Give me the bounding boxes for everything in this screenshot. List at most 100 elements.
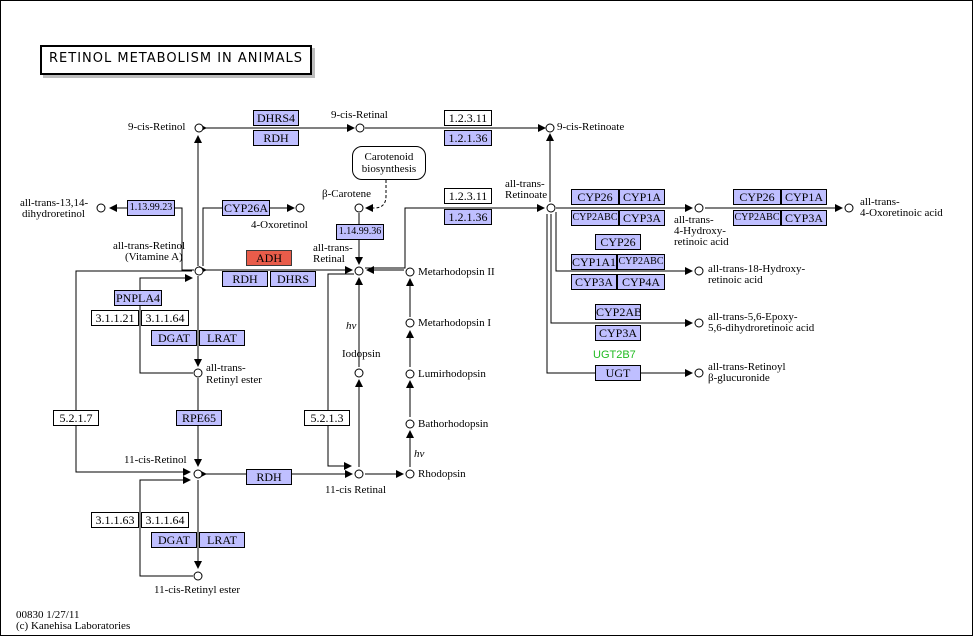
- enzyme-cyp26-3[interactable]: CYP26: [595, 234, 641, 250]
- enzyme-cyp26-2[interactable]: CYP26: [733, 189, 781, 205]
- enzyme-adh[interactable]: ADH: [246, 250, 292, 266]
- enzyme-lrat-b[interactable]: LRAT: [199, 532, 245, 548]
- enzyme-cyp26-1[interactable]: CYP26: [571, 189, 619, 205]
- node-retinoyl-glucuronide[interactable]: [694, 368, 704, 378]
- enzyme-rdh-low[interactable]: RDH: [246, 469, 292, 485]
- carotenoid-line2: biosynthesis: [361, 163, 417, 175]
- node-at-retinal[interactable]: [354, 266, 364, 276]
- label-at-retinyl-ester-2: Retinyl ester: [206, 374, 262, 386]
- label-9cis-retinal: 9-cis-Retinal: [331, 109, 388, 121]
- enzyme-ec-1-2-1-36-mid[interactable]: 1.2.1.36: [444, 209, 492, 225]
- label-11cis-retinyl-ester: 11-cis-Retinyl ester: [154, 584, 241, 596]
- edge-11cisretinylester-11cisretinol: [139, 476, 193, 577]
- label-11cis-retinol: 11-cis-Retinol: [124, 454, 187, 466]
- enzyme-cyp2abc-2[interactable]: CYP2ABC: [733, 210, 781, 226]
- enzyme-cyp1a-1[interactable]: CYP1A: [619, 189, 665, 205]
- label-11cis-retinal: 11-cis Retinal: [325, 484, 386, 496]
- enzyme-cyp4a[interactable]: CYP4A: [617, 274, 665, 290]
- enzyme-pnpla4[interactable]: PNPLA4: [114, 290, 162, 306]
- enzyme-rdh-mid[interactable]: RDH: [222, 271, 268, 287]
- label-rhodopsin: Rhodopsin: [418, 468, 466, 480]
- enzyme-ec-1-3-99-23[interactable]: 1.13.99.23: [127, 200, 175, 216]
- node-4-oxoretinoic[interactable]: [844, 203, 854, 213]
- label-hydroxy-retinoic-2: 4-Hydroxy-: [674, 225, 726, 237]
- carotenoid-biosynthesis-link[interactable]: Carotenoid biosynthesis: [352, 146, 426, 180]
- enzyme-cyp3a-1[interactable]: CYP3A: [619, 210, 665, 226]
- enzyme-ec-3-1-1-64-b[interactable]: 3.1.1.64: [141, 512, 189, 528]
- enzyme-dhrs[interactable]: DHRS: [270, 271, 316, 287]
- label-at-retinoate-2: Retinoate: [505, 189, 548, 201]
- enzyme-ec-1-2-1-36-top[interactable]: 1.2.1.36: [444, 130, 492, 146]
- node-beta-carotene[interactable]: [354, 203, 364, 213]
- enzyme-cyp2ab[interactable]: CYP2AB: [595, 304, 641, 320]
- enzyme-cyp1a1[interactable]: CYP1A1: [571, 254, 617, 270]
- edge-retinal-retinoate: [365, 204, 545, 269]
- node-iodopsin[interactable]: [354, 368, 364, 378]
- label-at-retinol-1: all-trans-Retinol: [113, 240, 186, 252]
- label-18-hydroxy-2: retinoic acid: [708, 274, 763, 286]
- enzyme-cyp2abc-1[interactable]: CYP2ABC: [571, 210, 619, 226]
- enzyme-lrat-a[interactable]: LRAT: [199, 330, 245, 346]
- label-metarhodopsin-i: Metarhodopsin I: [418, 317, 492, 329]
- enzyme-ugt[interactable]: UGT: [595, 365, 641, 381]
- enzyme-ec-3-1-1-21[interactable]: 3.1.1.21: [91, 310, 139, 326]
- enzyme-cyp2abc-3[interactable]: CYP2ABC: [617, 254, 665, 270]
- node-at-retinoate[interactable]: [546, 203, 556, 213]
- label-oxoretinol: 4-Oxoretinol: [251, 219, 308, 231]
- node-metarhodopsin-i[interactable]: [405, 318, 415, 328]
- node-metarhodopsin-ii[interactable]: [405, 267, 415, 277]
- node-epoxy-retinoic[interactable]: [694, 318, 704, 328]
- node-9cis-retinol[interactable]: [194, 123, 204, 133]
- label-iodopsin: Iodopsin: [342, 348, 381, 360]
- node-18-hydroxy-retinoic[interactable]: [694, 266, 704, 276]
- label-at-retinal-2: Retinal: [313, 253, 345, 265]
- label-dihydroretinol-2: dihydroretinol: [22, 208, 85, 220]
- node-at-retinol[interactable]: [194, 266, 204, 276]
- enzyme-cyp26a[interactable]: CYP26A: [222, 200, 270, 216]
- node-dihydroretinol[interactable]: [96, 203, 106, 213]
- enzyme-ec-1-2-3-11-top[interactable]: 1.2.3.11: [444, 110, 492, 126]
- enzyme-rpe65[interactable]: RPE65: [176, 410, 222, 426]
- node-rhodopsin[interactable]: [405, 469, 415, 479]
- node-11cis-retinyl-ester[interactable]: [193, 571, 203, 581]
- node-lumirhodopsin[interactable]: [405, 369, 415, 379]
- enzyme-ec-1-2-3-11-mid[interactable]: 1.2.3.11: [444, 188, 492, 204]
- node-11cis-retinal[interactable]: [354, 469, 364, 479]
- node-at-retinyl-ester[interactable]: [193, 368, 203, 378]
- enzyme-cyp3a-2[interactable]: CYP3A: [781, 210, 827, 226]
- label-at-retinoate-1: all-trans-: [505, 178, 545, 190]
- node-oxoretinol[interactable]: [295, 203, 305, 213]
- edge-retinol-11cisretinol: [75, 270, 192, 476]
- gene-ugt2b7[interactable]: UGT2B7: [593, 349, 636, 361]
- label-dihydroretinol-1: all-trans-13,14-: [20, 197, 89, 209]
- label-oxoretinoic-1: all-trans-: [860, 196, 900, 208]
- node-9cis-retinoate[interactable]: [545, 123, 555, 133]
- enzyme-cyp3a-4[interactable]: CYP3A: [595, 325, 641, 341]
- node-9cis-retinal[interactable]: [355, 123, 365, 133]
- enzyme-rdh-top[interactable]: RDH: [253, 130, 299, 146]
- label-hydroxy-retinoic-3: retinoic acid: [674, 236, 729, 248]
- footer-code-date: 00830 1/27/11: [16, 609, 80, 621]
- label-oxoretinoic-2: 4-Oxoretinoic acid: [860, 207, 943, 219]
- node-4-hydroxy-retinoic[interactable]: [694, 203, 704, 213]
- node-bathorhodopsin[interactable]: [405, 419, 415, 429]
- edge-retinoate-glucuronide: [546, 214, 693, 377]
- node-11cis-retinol[interactable]: [193, 469, 203, 479]
- footer-copyright: (c) Kanehisa Laboratories: [16, 620, 131, 632]
- label-hv-upper: hν: [346, 320, 357, 332]
- enzyme-ec-3-1-1-63[interactable]: 3.1.1.63: [91, 512, 139, 528]
- label-epoxy-1: all-trans-5,6-Epoxy-: [708, 311, 798, 323]
- label-9cis-retinol: 9-cis-Retinol: [128, 121, 186, 133]
- enzyme-dhrs4[interactable]: DHRS4: [253, 110, 299, 126]
- enzyme-cyp3a-3[interactable]: CYP3A: [571, 274, 617, 290]
- enzyme-ec-5-2-1-3[interactable]: 5.2.1.3: [304, 410, 350, 426]
- edge-carotenoid-betacarotene: [365, 180, 387, 212]
- enzyme-dgat-b[interactable]: DGAT: [151, 532, 197, 548]
- enzyme-cyp1a-2[interactable]: CYP1A: [781, 189, 827, 205]
- enzyme-ec-5-2-1-7[interactable]: 5.2.1.7: [53, 410, 99, 426]
- enzyme-ec-3-1-1-64-a[interactable]: 3.1.1.64: [141, 310, 189, 326]
- enzyme-dgat-a[interactable]: DGAT: [151, 330, 197, 346]
- enzyme-ec-1-14-99-36[interactable]: 1.14.99.36: [336, 224, 384, 240]
- label-at-retinol-2: (Vitamine A): [125, 251, 183, 263]
